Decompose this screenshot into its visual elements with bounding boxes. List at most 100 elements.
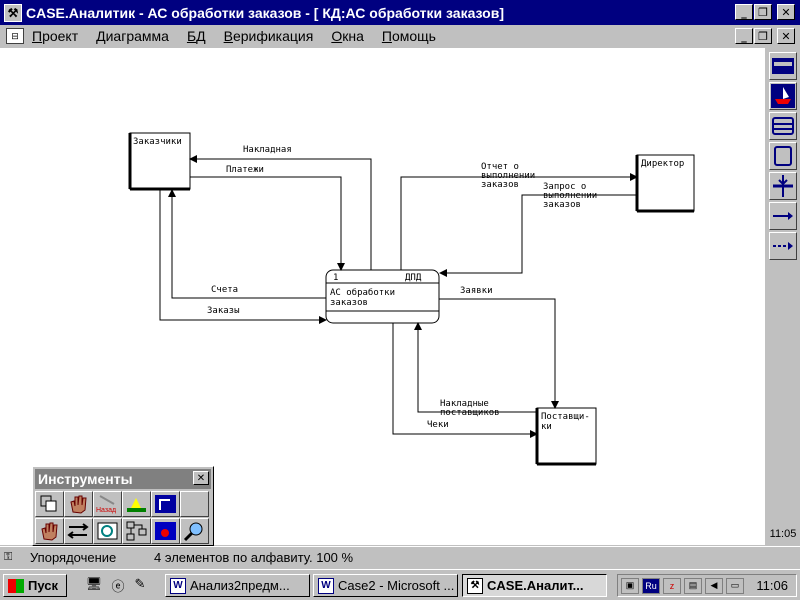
flow-request-label-3: заказов <box>543 200 581 210</box>
menu-diagram[interactable]: Диаграмма <box>96 28 169 44</box>
tools-window: Инструменты ✕ Назад <box>32 466 214 546</box>
printer-tray-icon[interactable]: ▣ <box>621 577 639 594</box>
process-number: 1 <box>333 273 338 283</box>
child-minimize-button[interactable]: _ <box>735 28 753 44</box>
minimize-button[interactable]: _ <box>735 4 753 20</box>
start-button[interactable]: Пуск <box>3 574 67 597</box>
scheduler-tray-icon[interactable]: ▭ <box>726 577 744 594</box>
menu-windows[interactable]: Окна <box>331 28 364 44</box>
diagram-document-icon[interactable]: ⊟ <box>6 28 24 44</box>
child-restore-button[interactable]: ❐ <box>754 28 772 44</box>
process-name-2: заказов <box>330 298 368 308</box>
entity-director-label: Директор <box>641 159 684 169</box>
entity-tool-icon[interactable] <box>769 142 797 170</box>
tool-app-icon: ⚒ <box>467 577 483 594</box>
tools-close-icon[interactable]: ✕ <box>193 471 209 485</box>
control-flow-tool-icon[interactable] <box>769 232 797 260</box>
side-clock: 11:05 <box>769 528 797 540</box>
flow-lines <box>159 155 638 438</box>
menu-bar: ⊟ Проект Диаграмма БД Верификация Окна П… <box>0 25 800 47</box>
status-mode: Упорядочение <box>30 550 117 565</box>
zoom-fit-tool-icon[interactable] <box>93 518 122 544</box>
task-analiz-label: Анализ2предм... <box>190 578 290 593</box>
close-button[interactable]: ✕ <box>777 4 795 20</box>
menu-db[interactable]: БД <box>186 28 206 44</box>
task-case-analyst-label: CASE.Аналит... <box>487 578 584 593</box>
back-tool-label: Назад <box>96 507 116 514</box>
ship-tool-icon[interactable] <box>769 82 797 110</box>
zip-tray-icon[interactable]: z <box>663 577 681 594</box>
data-flow-tool-icon[interactable] <box>769 202 797 230</box>
store-tool-icon[interactable] <box>769 52 797 80</box>
browser-quicklaunch-icon[interactable]: ⓔ <box>111 579 125 594</box>
flow-supplier-invoices-label-1: Накладные <box>440 399 489 409</box>
empty-tool-slot[interactable] <box>180 491 209 517</box>
flow-applications-label: Заявки <box>460 286 493 296</box>
task-analiz[interactable]: W Анализ2предм... <box>165 574 310 597</box>
lamp-tool-icon[interactable] <box>122 491 151 517</box>
window-title: CASE.Аналитик - АС обработки заказов - [… <box>26 4 504 21</box>
language-indicator[interactable]: Ru <box>642 577 660 594</box>
data-flow-diagram: Заказчики Директор Поставщи- ки <box>128 132 695 466</box>
entity-suppliers-label-1: Поставщи- <box>541 412 590 422</box>
process-name-1: АС обработки <box>330 287 395 298</box>
system-tray: ▣ Ru z ▤ ◀ ▭ 11:06 <box>617 574 797 597</box>
status-message: 4 элементов по алфавиту. 100 % <box>154 550 354 565</box>
flow-supplier-invoices-label-2: поставщиков <box>440 408 500 418</box>
split-flow-tool-icon[interactable] <box>769 172 797 200</box>
flow-report-label-3: заказов <box>481 180 519 190</box>
hierarchy-tool-icon[interactable] <box>122 518 151 544</box>
status-bar: ⚿ Упорядочение 4 элементов по алфавиту. … <box>0 546 800 568</box>
menu-help[interactable]: Помощь <box>381 28 436 44</box>
flow-orders-label: Заказы <box>207 306 240 316</box>
entity-director[interactable]: Директор <box>635 154 695 213</box>
connector-tool-icon[interactable] <box>151 491 180 517</box>
wave-tool-icon[interactable] <box>151 518 180 544</box>
flow-report-label-2: выполнении <box>481 171 535 181</box>
flow-receipts-label: Чеки <box>427 420 449 430</box>
process-order-handling[interactable]: 1 ДПД АС обработки заказов <box>325 269 440 324</box>
entity-customers[interactable]: Заказчики <box>128 132 191 191</box>
windows-logo-icon <box>8 578 24 593</box>
taskbar: Пуск 🖥 ⓔ ✎ W Анализ2предм... W Case2 - M… <box>0 569 800 600</box>
tools-window-title[interactable]: Инструменты <box>35 469 211 489</box>
flow-bills-label: Счета <box>211 285 238 295</box>
flow-invoice-label: Накладная <box>243 145 292 155</box>
back-tool-button[interactable]: Назад <box>93 491 122 517</box>
hand-tool-icon[interactable] <box>64 491 93 517</box>
process-tag: ДПД <box>405 273 422 283</box>
title-bar[interactable]: ⚒ CASE.Аналитик - АС обработки заказов -… <box>0 0 800 25</box>
grab-tool-icon[interactable] <box>35 518 64 544</box>
word-document-icon: W <box>170 577 186 594</box>
menu-verification[interactable]: Верификация <box>223 28 314 44</box>
network-tray-icon[interactable]: ▤ <box>684 577 702 594</box>
taskbar-clock[interactable]: 11:06 <box>756 578 788 593</box>
task-case-analyst[interactable]: ⚒ CASE.Аналит... <box>462 574 607 597</box>
menu-project[interactable]: Проект <box>32 28 79 44</box>
flow-request-label-2: выполнении <box>543 191 597 201</box>
task-case2-label: Case2 - Microsoft ... <box>338 578 455 593</box>
data-store-tool-icon[interactable] <box>769 112 797 140</box>
task-case2[interactable]: W Case2 - Microsoft ... <box>313 574 458 597</box>
flow-request-label-1: Запрос о <box>543 182 586 192</box>
status-key-icon: ⚿ <box>4 550 13 563</box>
desktop-quicklaunch-icon[interactable]: 🖥 <box>85 576 103 591</box>
flow-payments-label: Платежи <box>226 165 264 175</box>
tool-app-icon[interactable]: ⚒ <box>4 3 22 22</box>
entity-customers-label: Заказчики <box>133 137 182 147</box>
maximize-button[interactable]: ❐ <box>754 4 772 20</box>
entity-suppliers-label-2: ки <box>541 422 552 432</box>
diagram-canvas[interactable]: Заказчики Директор Поставщи- ки <box>0 48 765 545</box>
zoom-tool-icon[interactable] <box>180 518 209 544</box>
select-tool-icon[interactable] <box>35 491 64 517</box>
volume-tray-icon[interactable]: ◀ <box>705 577 723 594</box>
start-label: Пуск <box>28 578 58 593</box>
word-document-icon: W <box>318 577 334 594</box>
swap-tool-icon[interactable] <box>64 518 93 544</box>
channels-quicklaunch-icon[interactable]: ✎ <box>134 576 146 591</box>
child-close-button[interactable]: ✕ <box>777 28 795 44</box>
right-toolbar <box>766 48 800 263</box>
entity-suppliers[interactable]: Поставщи- ки <box>535 407 597 466</box>
flow-report-label-1: Отчет о <box>481 162 519 172</box>
